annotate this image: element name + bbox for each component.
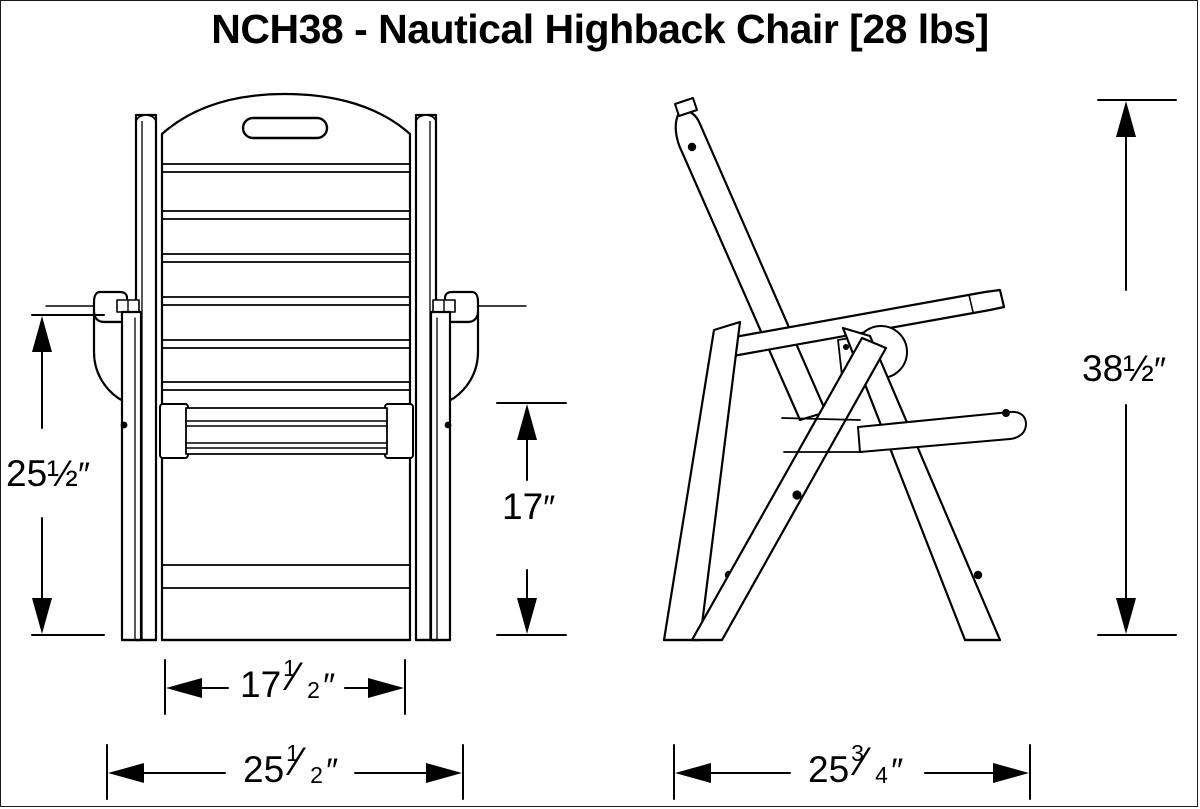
dimension-seat-width — [164, 659, 406, 715]
front-seat-rail — [159, 403, 414, 459]
page-title: NCH38 - Nautical Highback Chair [28 lbs] — [211, 6, 989, 52]
dimension-label-seat-height: 17″ — [502, 486, 556, 527]
side-stretcher-bar — [857, 409, 1027, 453]
front-lower-slat — [161, 564, 411, 589]
front-right-leg — [429, 310, 452, 642]
side-rear-leg — [792, 326, 1002, 642]
dimension-overall-depth — [673, 744, 1031, 800]
side-elevation-view — [662, 97, 1027, 642]
side-rear-support — [781, 417, 863, 453]
dimension-label-back-height: 25½″ — [6, 453, 91, 494]
handle-slot-icon — [241, 116, 329, 140]
side-back-post — [674, 97, 828, 422]
seat-back-panel — [160, 92, 412, 642]
dimension-seat-height — [496, 402, 567, 636]
front-left-leg — [120, 310, 143, 642]
dimension-label-overall-height: 38½″ — [1082, 348, 1167, 389]
dimension-overall-width — [106, 744, 464, 800]
dimension-overall-height — [1097, 99, 1177, 636]
dimension-back-height — [31, 314, 105, 636]
back-slat-lines — [161, 163, 411, 391]
front-elevation-view — [45, 92, 527, 642]
